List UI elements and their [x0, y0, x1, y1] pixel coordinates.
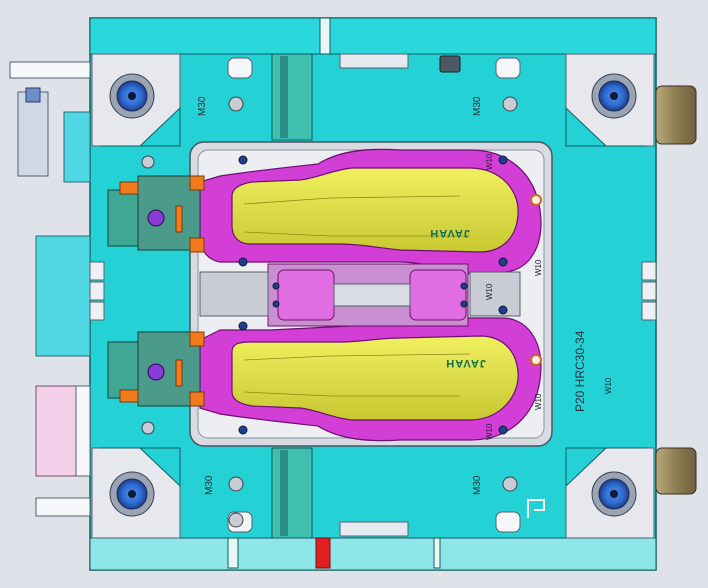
svg-text:W10: W10 — [485, 423, 494, 440]
water-fitting-icon — [655, 85, 697, 495]
side-clips-right — [641, 261, 657, 321]
small-code-labels: W10 W10 W10 W10 W10 W10 — [485, 153, 613, 440]
brand-mark-bottom: JAVAH — [445, 357, 486, 369]
thread-label-tl: M30 — [197, 96, 208, 116]
svg-text:W10: W10 — [534, 259, 543, 276]
svg-text:W10: W10 — [604, 377, 613, 394]
slider-left-top — [107, 175, 205, 253]
bottom-insert-block — [339, 521, 409, 537]
thread-label-br: M30 — [472, 475, 483, 495]
bolt-head-icon — [141, 96, 518, 528]
bottom-bump — [227, 537, 239, 569]
svg-text:W10: W10 — [534, 393, 543, 410]
runner-channel-bottom — [271, 447, 313, 539]
runner-bottom — [199, 317, 542, 442]
runner-channel-top — [271, 53, 313, 141]
left-attachments — [9, 61, 105, 517]
orientation-mark-icon — [527, 499, 545, 518]
water-port — [530, 194, 542, 366]
guide-bushing-icon — [109, 73, 637, 517]
slider-lock-icon — [147, 205, 183, 387]
thread-label-tr: M30 — [472, 96, 483, 116]
runner-top — [199, 148, 542, 275]
steel-spec-label: P20 HRC30-34 — [573, 330, 587, 412]
red-stripe — [315, 537, 331, 569]
bottom-bump-right — [433, 537, 441, 569]
top-lock-block — [439, 55, 461, 73]
svg-text:W10: W10 — [485, 153, 494, 170]
brand-mark-top: JAVAH — [429, 227, 470, 239]
svg-text:W10: W10 — [485, 283, 494, 300]
sprue-bar — [199, 263, 521, 327]
top-insert-block — [339, 53, 409, 69]
ejector-pin-icon — [238, 155, 508, 435]
thread-label-bl: M30 — [204, 475, 215, 495]
